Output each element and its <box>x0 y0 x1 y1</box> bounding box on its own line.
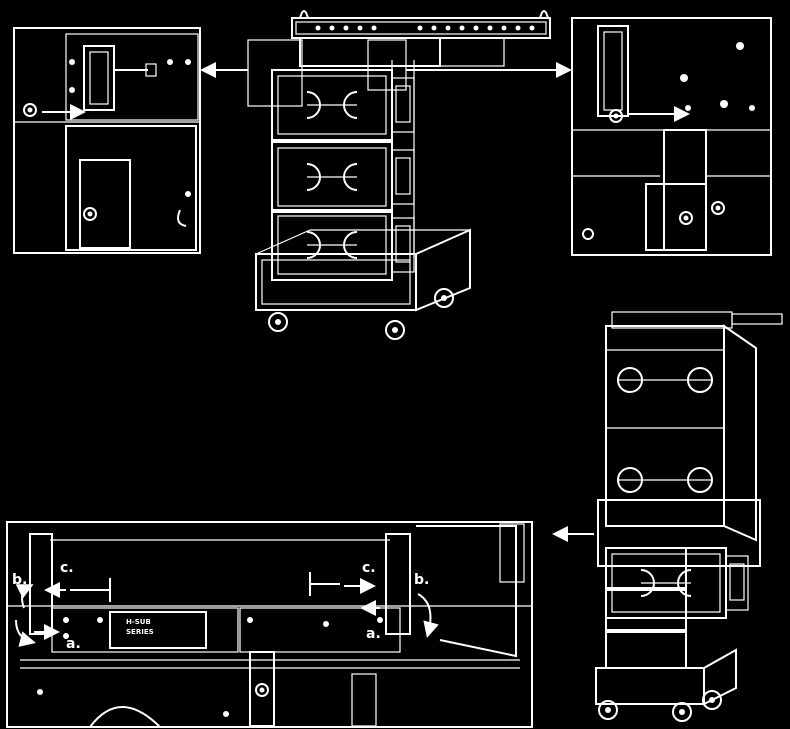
label-left-a: a. <box>66 636 81 652</box>
label-right-a: a. <box>366 626 381 642</box>
bottom-wide-inset <box>6 521 533 728</box>
label-left-b: b. <box>12 572 27 588</box>
label-right-b: b. <box>414 572 429 588</box>
top-center-stack-illustration <box>247 10 551 340</box>
plate-brand: H-SUB <box>126 618 151 626</box>
top-left-inset <box>13 27 201 254</box>
plate-model: SERIES <box>126 628 154 636</box>
right-tall-stack-illustration <box>595 311 783 722</box>
top-right-inset <box>571 17 772 256</box>
label-right-c: c. <box>362 560 376 576</box>
label-left-c: c. <box>60 560 74 576</box>
